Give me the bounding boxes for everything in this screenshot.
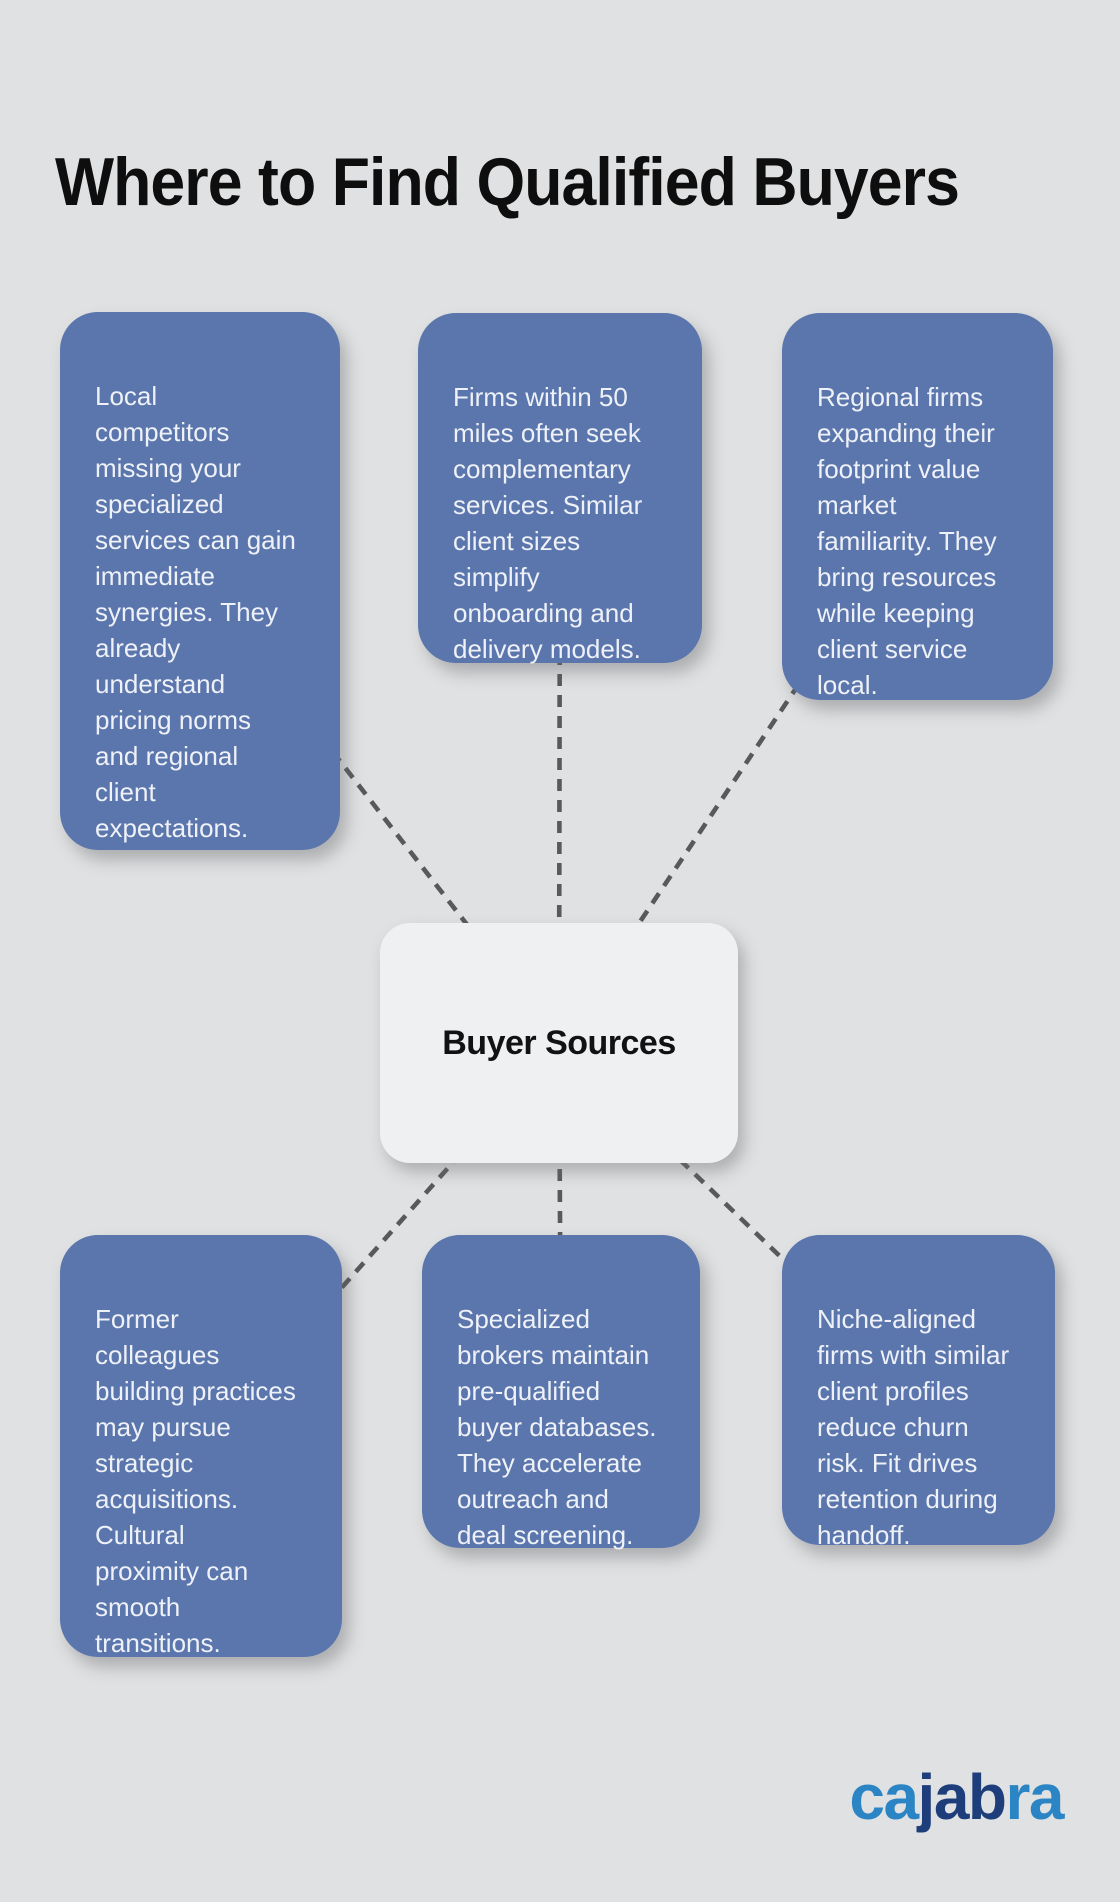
node-text: Local competitors missing your specializ…	[95, 381, 296, 843]
node-text: Firms within 50 miles often seek complem…	[453, 382, 643, 664]
center-node-buyer-sources: Buyer Sources	[380, 923, 738, 1163]
node-text: Regional firms expanding their footprint…	[817, 382, 997, 700]
connector-line-bottom-middle	[556, 1042, 564, 1392]
logo-segment: jab	[917, 1761, 1007, 1833]
logo-segment: ca	[849, 1761, 919, 1833]
node-nearby-firms: Firms within 50 miles often seek complem…	[418, 313, 702, 664]
node-niche-aligned-firms: Niche-aligned firms with similar client …	[782, 1235, 1055, 1550]
node-former-colleagues: Former colleagues building practices may…	[60, 1235, 342, 1658]
node-text: Niche-aligned firms with similar client …	[817, 1304, 1010, 1550]
node-text: Specialized brokers maintain pre-qualifi…	[457, 1304, 657, 1550]
node-specialized-brokers: Specialized brokers maintain pre-qualifi…	[422, 1235, 700, 1550]
page-title: Where to Find Qualified Buyers	[55, 143, 960, 220]
node-regional-firms: Regional firms expanding their footprint…	[782, 313, 1053, 700]
node-text: Former colleagues building practices may…	[95, 1304, 296, 1658]
center-node-label: Buyer Sources	[442, 1023, 676, 1062]
cajabra-logo: cajabra	[849, 1761, 1065, 1833]
node-local-competitors: Local competitors missing your specializ…	[60, 312, 340, 850]
logo-segment: ra	[1005, 1761, 1065, 1833]
